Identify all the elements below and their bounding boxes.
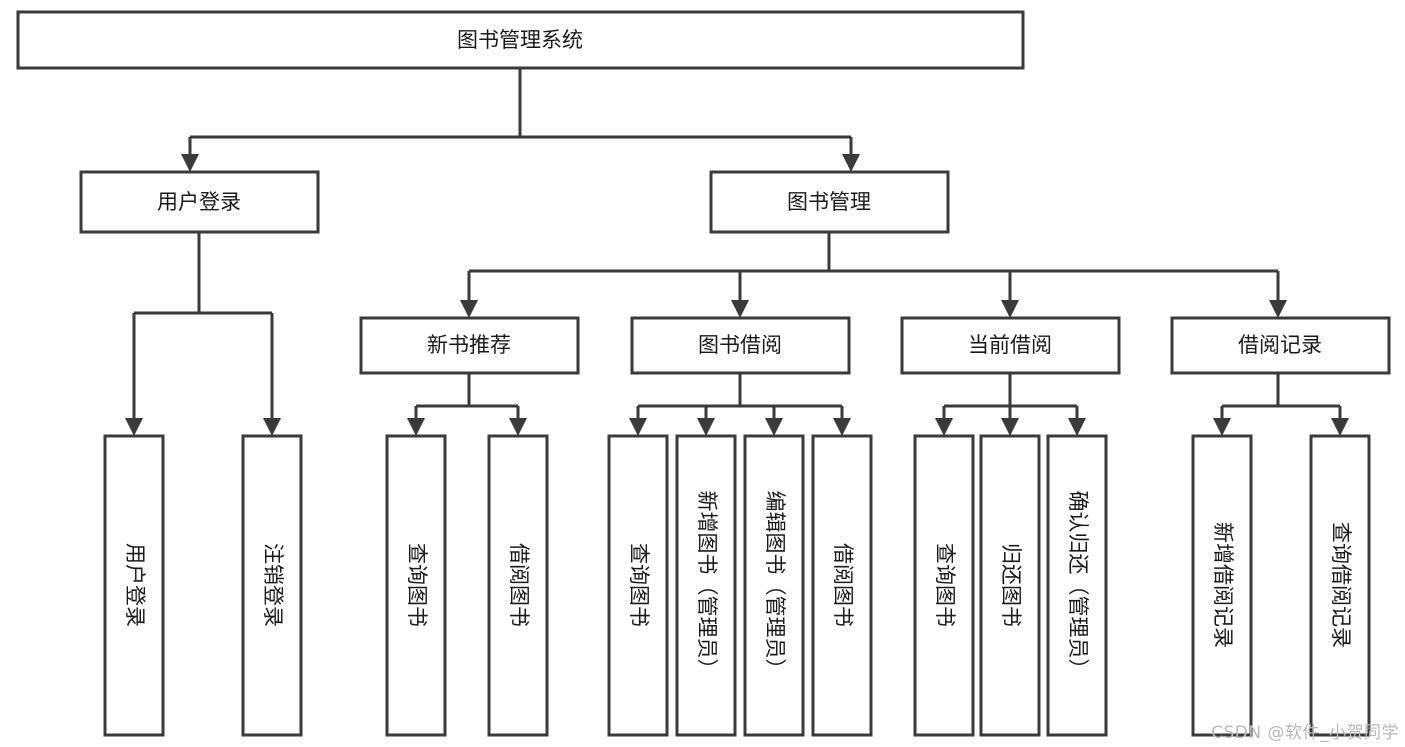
leaf-book-borrow-borrow-label: 借阅图书 xyxy=(831,543,855,627)
leaf-borrow-record-query[interactable]: 查询借阅记录 xyxy=(1309,434,1371,737)
leaf-book-borrow-borrow[interactable]: 借阅图书 xyxy=(811,434,873,737)
leaf-borrow-record-add-label: 新增借阅记录 xyxy=(1211,522,1235,648)
node-borrow-record[interactable]: 借阅记录 xyxy=(1170,316,1391,375)
node-book-management[interactable]: 图书管理 xyxy=(709,170,950,234)
leaf-user-login-logout-label: 注销登录 xyxy=(261,543,285,627)
leaf-new-book-query-label: 查询图书 xyxy=(405,543,429,627)
leaf-user-login-login-label: 用户登录 xyxy=(123,543,147,627)
node-root-system[interactable]: 图书管理系统 xyxy=(16,10,1025,70)
leaf-current-borrow-query[interactable]: 查询图书 xyxy=(913,434,975,737)
node-current-borrow-label: 当前借阅 xyxy=(968,333,1052,357)
connector-userlogin-to-leaves xyxy=(125,232,281,436)
node-user-login[interactable]: 用户登录 xyxy=(79,170,320,234)
connector-currentborrow-to-leaves xyxy=(935,373,1086,436)
leaf-book-borrow-edit-label: 编辑图书（管理员） xyxy=(763,491,787,680)
leaf-book-borrow-add-label: 新增图书（管理员） xyxy=(695,491,719,680)
node-current-borrow[interactable]: 当前借阅 xyxy=(900,316,1121,375)
leaf-current-borrow-return[interactable]: 归还图书 xyxy=(979,434,1041,737)
connector-newbook-to-leaves xyxy=(407,373,527,436)
node-book-borrow-label: 图书借阅 xyxy=(698,333,782,357)
node-user-login-label: 用户登录 xyxy=(157,190,241,214)
leaf-book-borrow-query-label: 查询图书 xyxy=(627,543,651,627)
connector-bookborrow-to-leaves xyxy=(629,373,851,436)
leaf-current-borrow-confirm-return[interactable]: 确认归还（管理员） xyxy=(1046,434,1108,737)
leaf-book-borrow-query[interactable]: 查询图书 xyxy=(607,434,669,737)
leaf-borrow-record-add[interactable]: 新增借阅记录 xyxy=(1191,434,1253,737)
connector-root-to-level2 xyxy=(181,68,860,172)
leaf-book-borrow-edit[interactable]: 编辑图书（管理员） xyxy=(743,434,805,737)
leaf-current-borrow-return-label: 归还图书 xyxy=(999,543,1023,627)
node-root-system-label: 图书管理系统 xyxy=(457,28,583,52)
node-borrow-record-label: 借阅记录 xyxy=(1238,333,1322,357)
leaf-book-borrow-add[interactable]: 新增图书（管理员） xyxy=(675,434,737,737)
node-new-book-recommend-label: 新书推荐 xyxy=(427,333,511,357)
node-book-management-label: 图书管理 xyxy=(787,190,871,214)
leaf-new-book-borrow-label: 借阅图书 xyxy=(507,543,531,627)
node-new-book-recommend[interactable]: 新书推荐 xyxy=(359,316,580,375)
leaf-borrow-record-query-label: 查询借阅记录 xyxy=(1329,522,1353,648)
connector-borrowrecord-to-leaves xyxy=(1213,373,1349,436)
node-book-borrow[interactable]: 图书借阅 xyxy=(630,316,851,375)
leaf-new-book-query[interactable]: 查询图书 xyxy=(385,434,447,737)
leaf-user-login-logout[interactable]: 注销登录 xyxy=(241,434,303,737)
leaf-current-borrow-confirm-return-label: 确认归还（管理员） xyxy=(1066,491,1090,680)
leaf-new-book-borrow[interactable]: 借阅图书 xyxy=(487,434,549,737)
connector-bookmgmt-to-level3 xyxy=(460,232,1287,318)
leaf-current-borrow-query-label: 查询图书 xyxy=(933,543,957,627)
leaf-user-login-login[interactable]: 用户登录 xyxy=(103,434,165,737)
